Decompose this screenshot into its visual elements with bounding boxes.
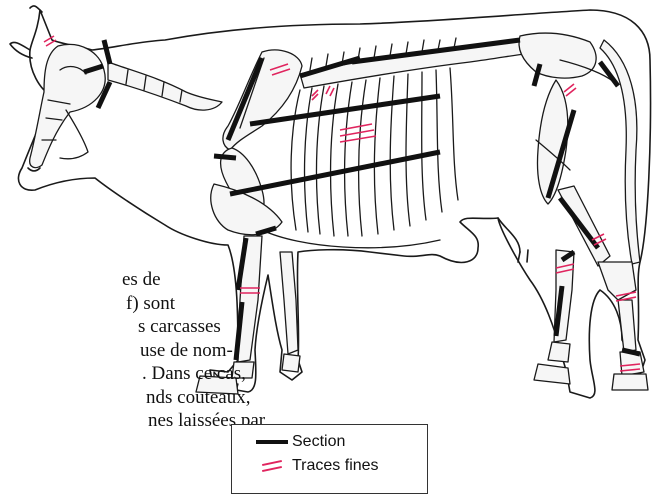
legend-label: Section: [292, 433, 345, 451]
cropped-paragraph: es de f) sont s carcasses use de nom- . …: [0, 268, 200, 433]
paragraph-line: f) sont: [0, 292, 200, 316]
pelvis: [519, 33, 596, 78]
paragraph-line: s carcasses: [0, 315, 200, 339]
paragraph-line: . Dans ce cas,: [0, 362, 200, 386]
trace-mark: [326, 86, 334, 96]
paragraph-line: nes laissées par: [0, 409, 200, 433]
paragraph-line: use de nom-: [0, 339, 200, 363]
legend-label: Traces fines: [292, 457, 379, 475]
trace-mark: [564, 84, 576, 96]
legend-item-traces: Traces fines: [232, 455, 379, 477]
section-mark: [214, 156, 236, 158]
section-mark: [230, 152, 440, 194]
legend-item-section: Section: [232, 431, 345, 453]
paragraph-line: nds couteaux,: [0, 386, 200, 410]
legend: Section Traces fines: [231, 424, 428, 494]
skull: [30, 44, 105, 167]
scapula: [223, 50, 302, 150]
paragraph-line: es de: [0, 268, 200, 292]
section-mark: [104, 40, 110, 64]
trace-mark: [44, 36, 56, 46]
double-red-lines-icon: [232, 455, 292, 477]
front-leg-right: [280, 252, 298, 354]
neck-vertebrae: [108, 62, 222, 110]
metatarsus: [618, 300, 636, 352]
trace-mark: [312, 90, 318, 100]
section-bar-icon: [232, 431, 292, 453]
